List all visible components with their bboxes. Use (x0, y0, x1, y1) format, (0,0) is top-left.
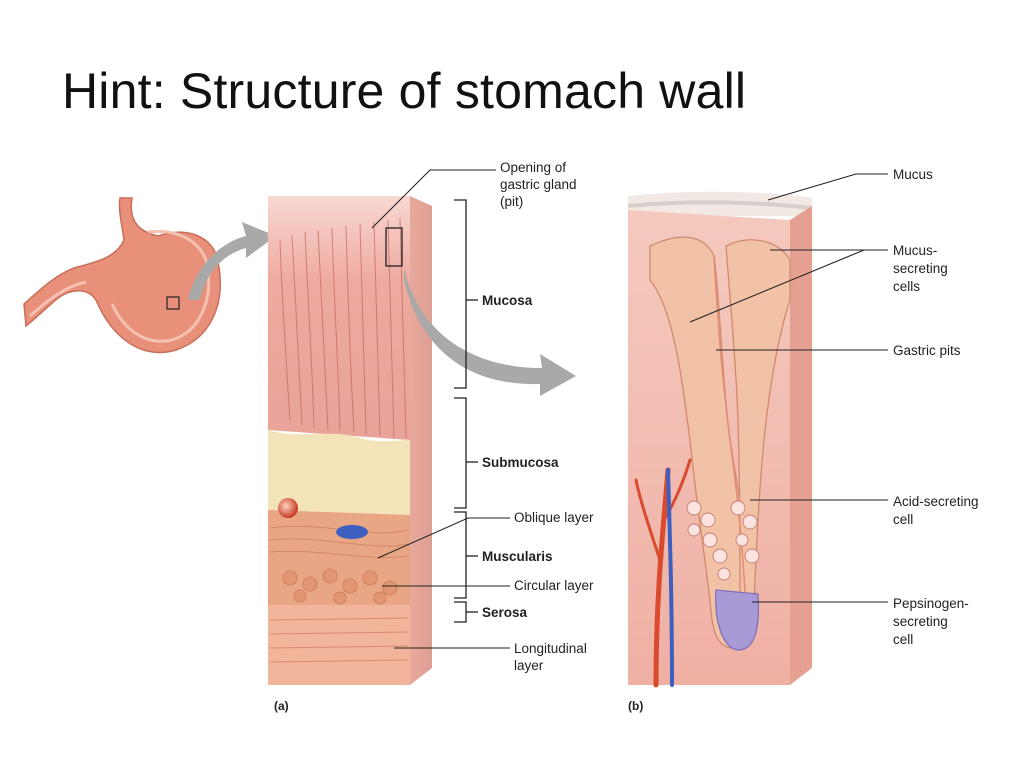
callout-pepsinogen-1: Pepsinogen- (893, 596, 969, 611)
callout-mucus: Mucus (893, 167, 933, 182)
callout-mucus-cells-1: Mucus- (893, 243, 937, 258)
layer-label-muscularis: Muscularis (482, 549, 553, 564)
arrow-icon (404, 268, 576, 396)
layer-label-mucosa: Mucosa (482, 293, 533, 308)
panel-a-block (268, 196, 432, 685)
callout-gland-opening-3: (pit) (500, 194, 523, 209)
layer-label-serosa: Serosa (482, 605, 528, 620)
stomach-zoom-box (166, 296, 180, 310)
pit-zoom-box (385, 227, 403, 267)
vein-cross-section (336, 525, 368, 539)
submucosa-layer (268, 430, 410, 517)
panel-b-label: (b) (628, 699, 643, 713)
callout-longitudinal-2: layer (514, 658, 544, 673)
callout-pepsinogen-3: cell (893, 632, 913, 647)
callout-longitudinal-1: Longitudinal (514, 641, 587, 656)
callout-acid-cell-1: Acid-secreting (893, 494, 979, 509)
stomach-icon (23, 197, 221, 354)
slide-title: Hint: Structure of stomach wall (62, 63, 747, 119)
callout-pepsinogen-2: secreting (893, 614, 948, 629)
callout-oblique-layer: Oblique layer (514, 510, 594, 525)
artery-cross-section (278, 498, 298, 518)
arrow-icon (188, 222, 276, 300)
callout-gland-opening-2: gastric gland (500, 177, 577, 192)
callout-gland-opening-1: Opening of (500, 160, 566, 175)
panel-a-label: (a) (274, 699, 289, 713)
callout-mucus-cells-3: cells (893, 279, 920, 294)
callout-mucus-cells-2: secreting (893, 261, 948, 276)
serosa-layer (268, 605, 410, 685)
layer-label-submucosa: Submucosa (482, 455, 559, 470)
panel-b-block (627, 191, 813, 688)
callout-acid-cell-2: cell (893, 512, 913, 527)
callout-gastric-pits: Gastric pits (893, 343, 961, 358)
callout-circular-layer: Circular layer (514, 578, 594, 593)
pepsinogen-cells (715, 589, 760, 651)
